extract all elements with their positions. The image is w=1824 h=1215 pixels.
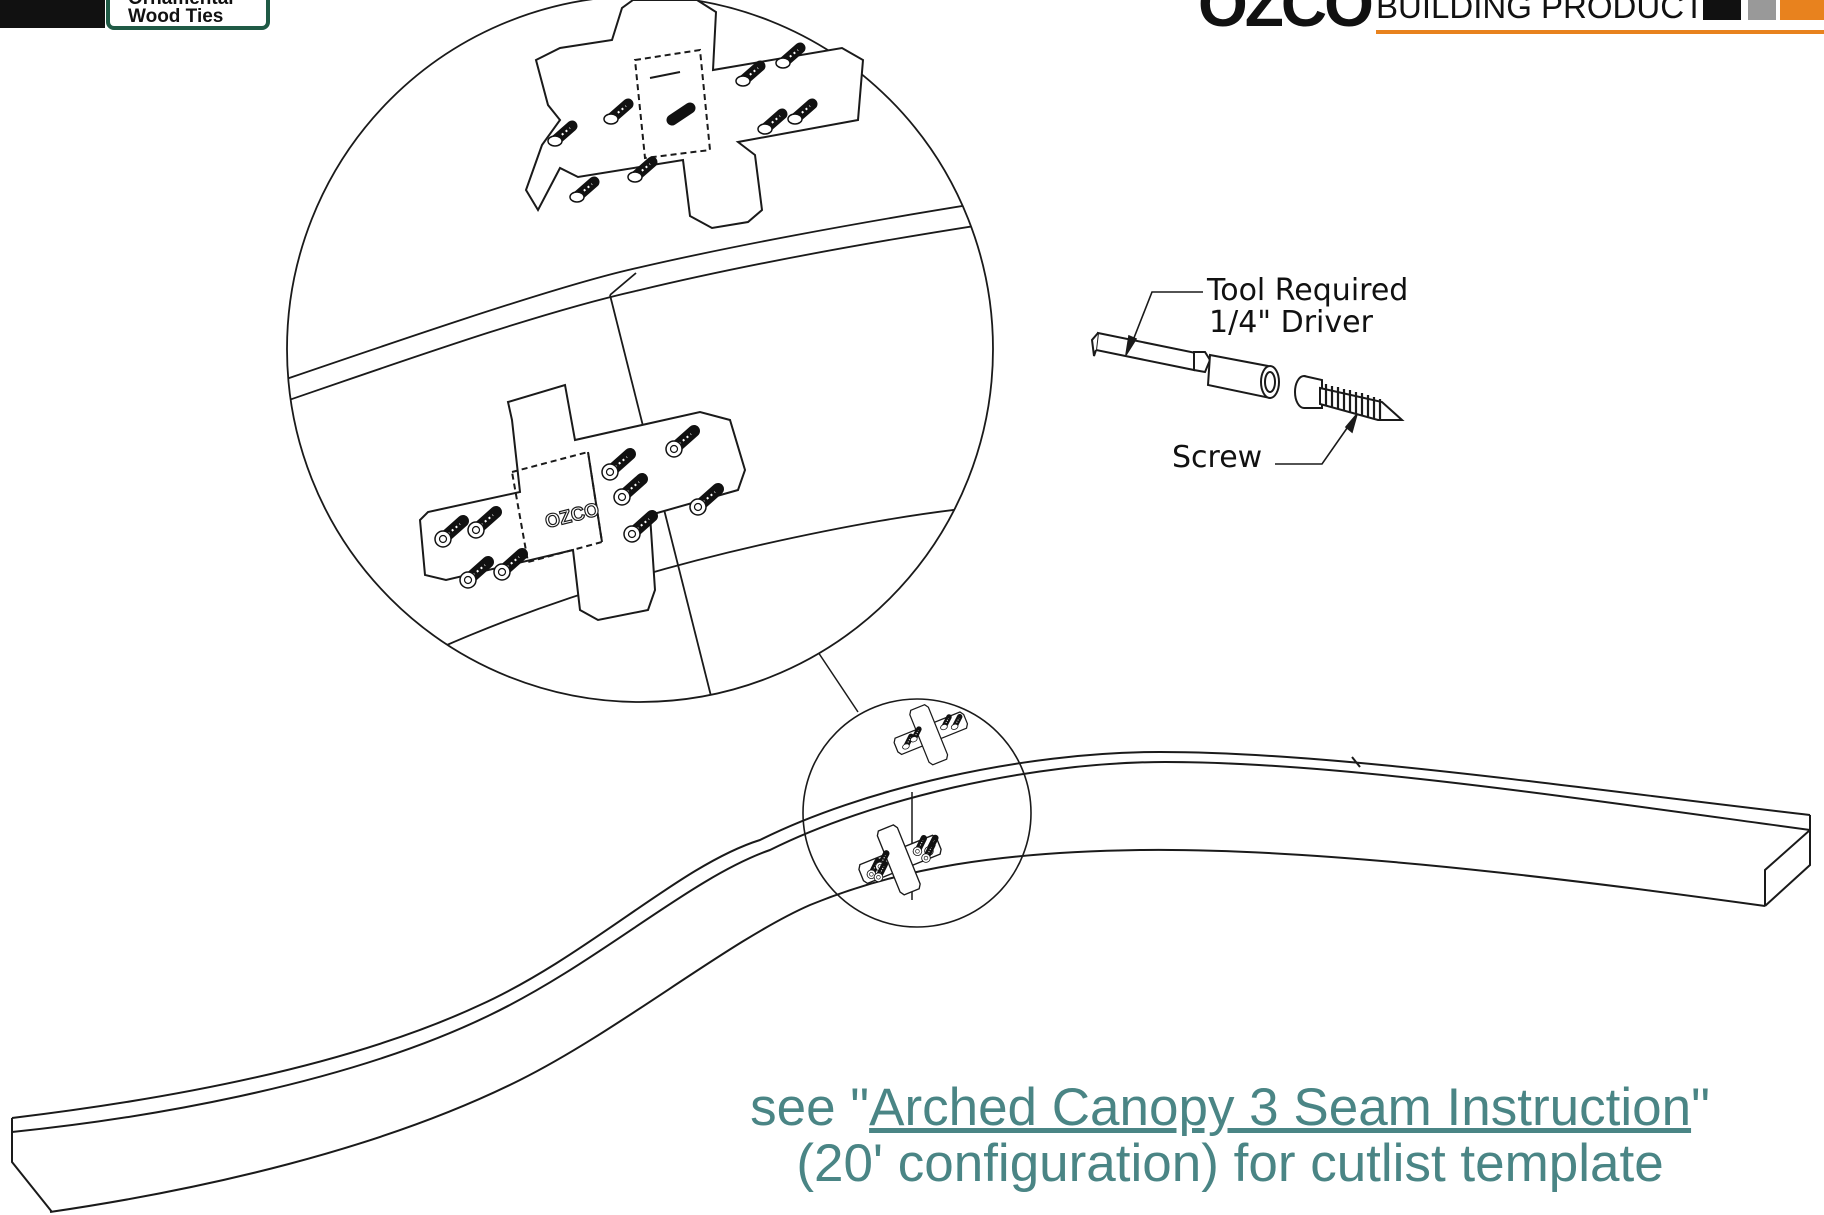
screw-illustration — [1294, 375, 1405, 421]
mini-plate-lower — [858, 824, 951, 896]
owt-logo-line2: Wood Ties — [128, 6, 223, 27]
arched-beam — [11, 750, 1811, 1213]
mini-plate-upper — [893, 703, 969, 766]
tool-required-label: Tool Required — [1207, 273, 1409, 308]
driver-bit-illustration — [1090, 331, 1280, 400]
leader-lines — [1125, 291, 1358, 465]
cutlist-note-line1: see "Arched Canopy 3 Seam Instruction" — [700, 1080, 1760, 1136]
driver-size-label: 1/4" Driver — [1209, 305, 1373, 340]
ozco-logo: OZCO BUILDING PRODUCTS — [1198, 0, 1824, 40]
seam-plate-top — [524, 0, 865, 230]
cutlist-reference-note: see "Arched Canopy 3 Seam Instruction" (… — [700, 1080, 1760, 1192]
note-prefix: see " — [750, 1078, 870, 1137]
detail-circle-large: OZCO — [286, 0, 994, 703]
arched-canopy-instruction-link[interactable]: Arched Canopy 3 Seam Instruction — [869, 1078, 1692, 1137]
ozco-logo-subtitle: BUILDING PRODUCTS — [1376, 0, 1726, 25]
screw-label: Screw — [1172, 440, 1263, 475]
owt-logo: Ornamental Wood Ties — [0, 0, 270, 30]
owt-logo-line1: Ornamental — [128, 0, 234, 9]
seam-plate-side: OZCO — [418, 383, 747, 622]
cutlist-note-line2: (20' configuration) for cutlist template — [796, 1134, 1664, 1193]
ozco-logo-mark: OZCO — [1198, 0, 1372, 40]
note-suffix: " — [1691, 1078, 1710, 1137]
detail-circle-small — [802, 651, 1032, 928]
